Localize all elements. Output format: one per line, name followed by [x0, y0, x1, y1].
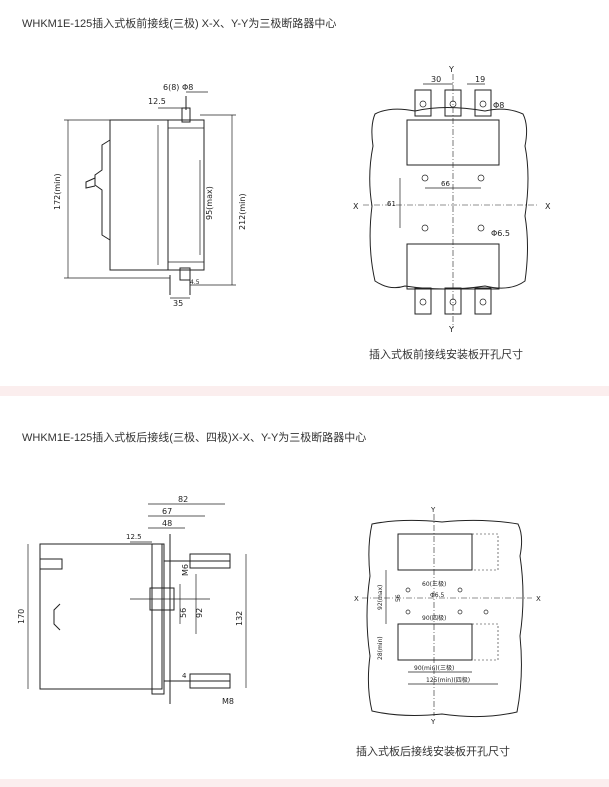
front-wiring-side-view: 6(8) Φ8 12.5 172(min) 95(max) 212(min) 4…: [53, 83, 247, 308]
dim-48-label: 48: [162, 519, 172, 528]
rear-wiring-side-view: 82 67 48 12.5 170 M6 56 92 132 4 M8: [17, 495, 247, 706]
dim-body-label: 95(max): [205, 186, 214, 220]
cutout2-dim-125: 125(min)(四极): [426, 676, 470, 684]
cutout2-dim-90-3: 90(min)(三极): [414, 664, 454, 672]
cutout2-axis-x-left: X: [354, 595, 359, 603]
cutout2-dim-60: 60(三极): [422, 580, 446, 588]
cutout1-axis-x-left: X: [353, 202, 359, 211]
front-wiring-cutout: Y Y X X 30 19 Φ8 66 61 Φ6.5: [353, 66, 551, 334]
dim-small-label: 4.5: [190, 279, 200, 286]
dim-hole-label: 6(8) Φ8: [163, 83, 193, 92]
section-front-wiring: WHKM1E-125插入式板前接线(三极) X-X、Y-Y为三极断路器中心 6(…: [0, 0, 609, 386]
dim-total-label: 212(min): [238, 193, 247, 230]
section1-caption: 插入式板前接线安装板开孔尺寸: [369, 349, 523, 361]
section-rear-wiring: WHKM1E-125插入式板后接线(三极、四极)X-X、Y-Y为三极断路器中心 …: [0, 396, 609, 779]
section2-title: WHKM1E-125插入式板后接线(三极、四极)X-X、Y-Y为三极断路器中心: [22, 432, 367, 444]
section1-title: WHKM1E-125插入式板前接线(三极) X-X、Y-Y为三极断路器中心: [22, 18, 337, 30]
cutout1-dim-19: 19: [475, 75, 485, 84]
rear-wiring-cutout: Y Y X X 92(max) 56 28(min) 60(三极) Φ6.5 9…: [354, 506, 541, 726]
dim-4-label: 4: [182, 672, 187, 680]
dim-offset-label: 12.5: [148, 97, 166, 106]
dim-132-label: 132: [235, 611, 244, 626]
cutout1-axis-x-right: X: [545, 202, 551, 211]
dim-170-label: 170: [17, 609, 26, 624]
cutout1-dim-66: 66: [441, 180, 450, 188]
cutout2-axis-y-bottom: Y: [430, 718, 436, 726]
dim-82-label: 82: [178, 495, 188, 504]
cutout1-dim-30: 30: [431, 75, 441, 84]
cutout1-dim-hole: Φ8: [493, 101, 504, 110]
cutout1-dim-mount: Φ6.5: [491, 229, 510, 238]
cutout2-dim-92max: 92(max): [377, 585, 384, 610]
cutout1-dim-61: 61: [387, 200, 396, 208]
dim-m6-label: M6: [181, 564, 190, 576]
dim-12-5-label: 12.5: [126, 533, 142, 541]
cutout1-axis-y-bottom: Y: [448, 325, 454, 334]
bottom-divider: [0, 779, 609, 787]
dim-92-label: 92: [195, 608, 204, 618]
section2-caption: 插入式板后接线安装板开孔尺寸: [356, 746, 510, 758]
cutout2-axis-y-top: Y: [430, 506, 436, 514]
section-divider: [0, 386, 609, 396]
cutout2-dim-28min: 28(min): [377, 636, 384, 660]
dim-67-label: 67: [162, 507, 172, 516]
cutout2-dim-56: 56: [395, 594, 402, 602]
cutout2-dim-hole: Φ6.5: [430, 592, 444, 599]
dim-56-label: 56: [179, 608, 188, 618]
dim-depth-label: 35: [173, 299, 183, 308]
dim-height-min-label: 172(min): [53, 173, 62, 210]
dim-m8-label: M8: [222, 697, 234, 706]
cutout2-dim-90-4: 90(四极): [422, 614, 446, 622]
cutout1-axis-y-top: Y: [448, 66, 454, 74]
cutout2-axis-x-right: X: [536, 595, 541, 603]
